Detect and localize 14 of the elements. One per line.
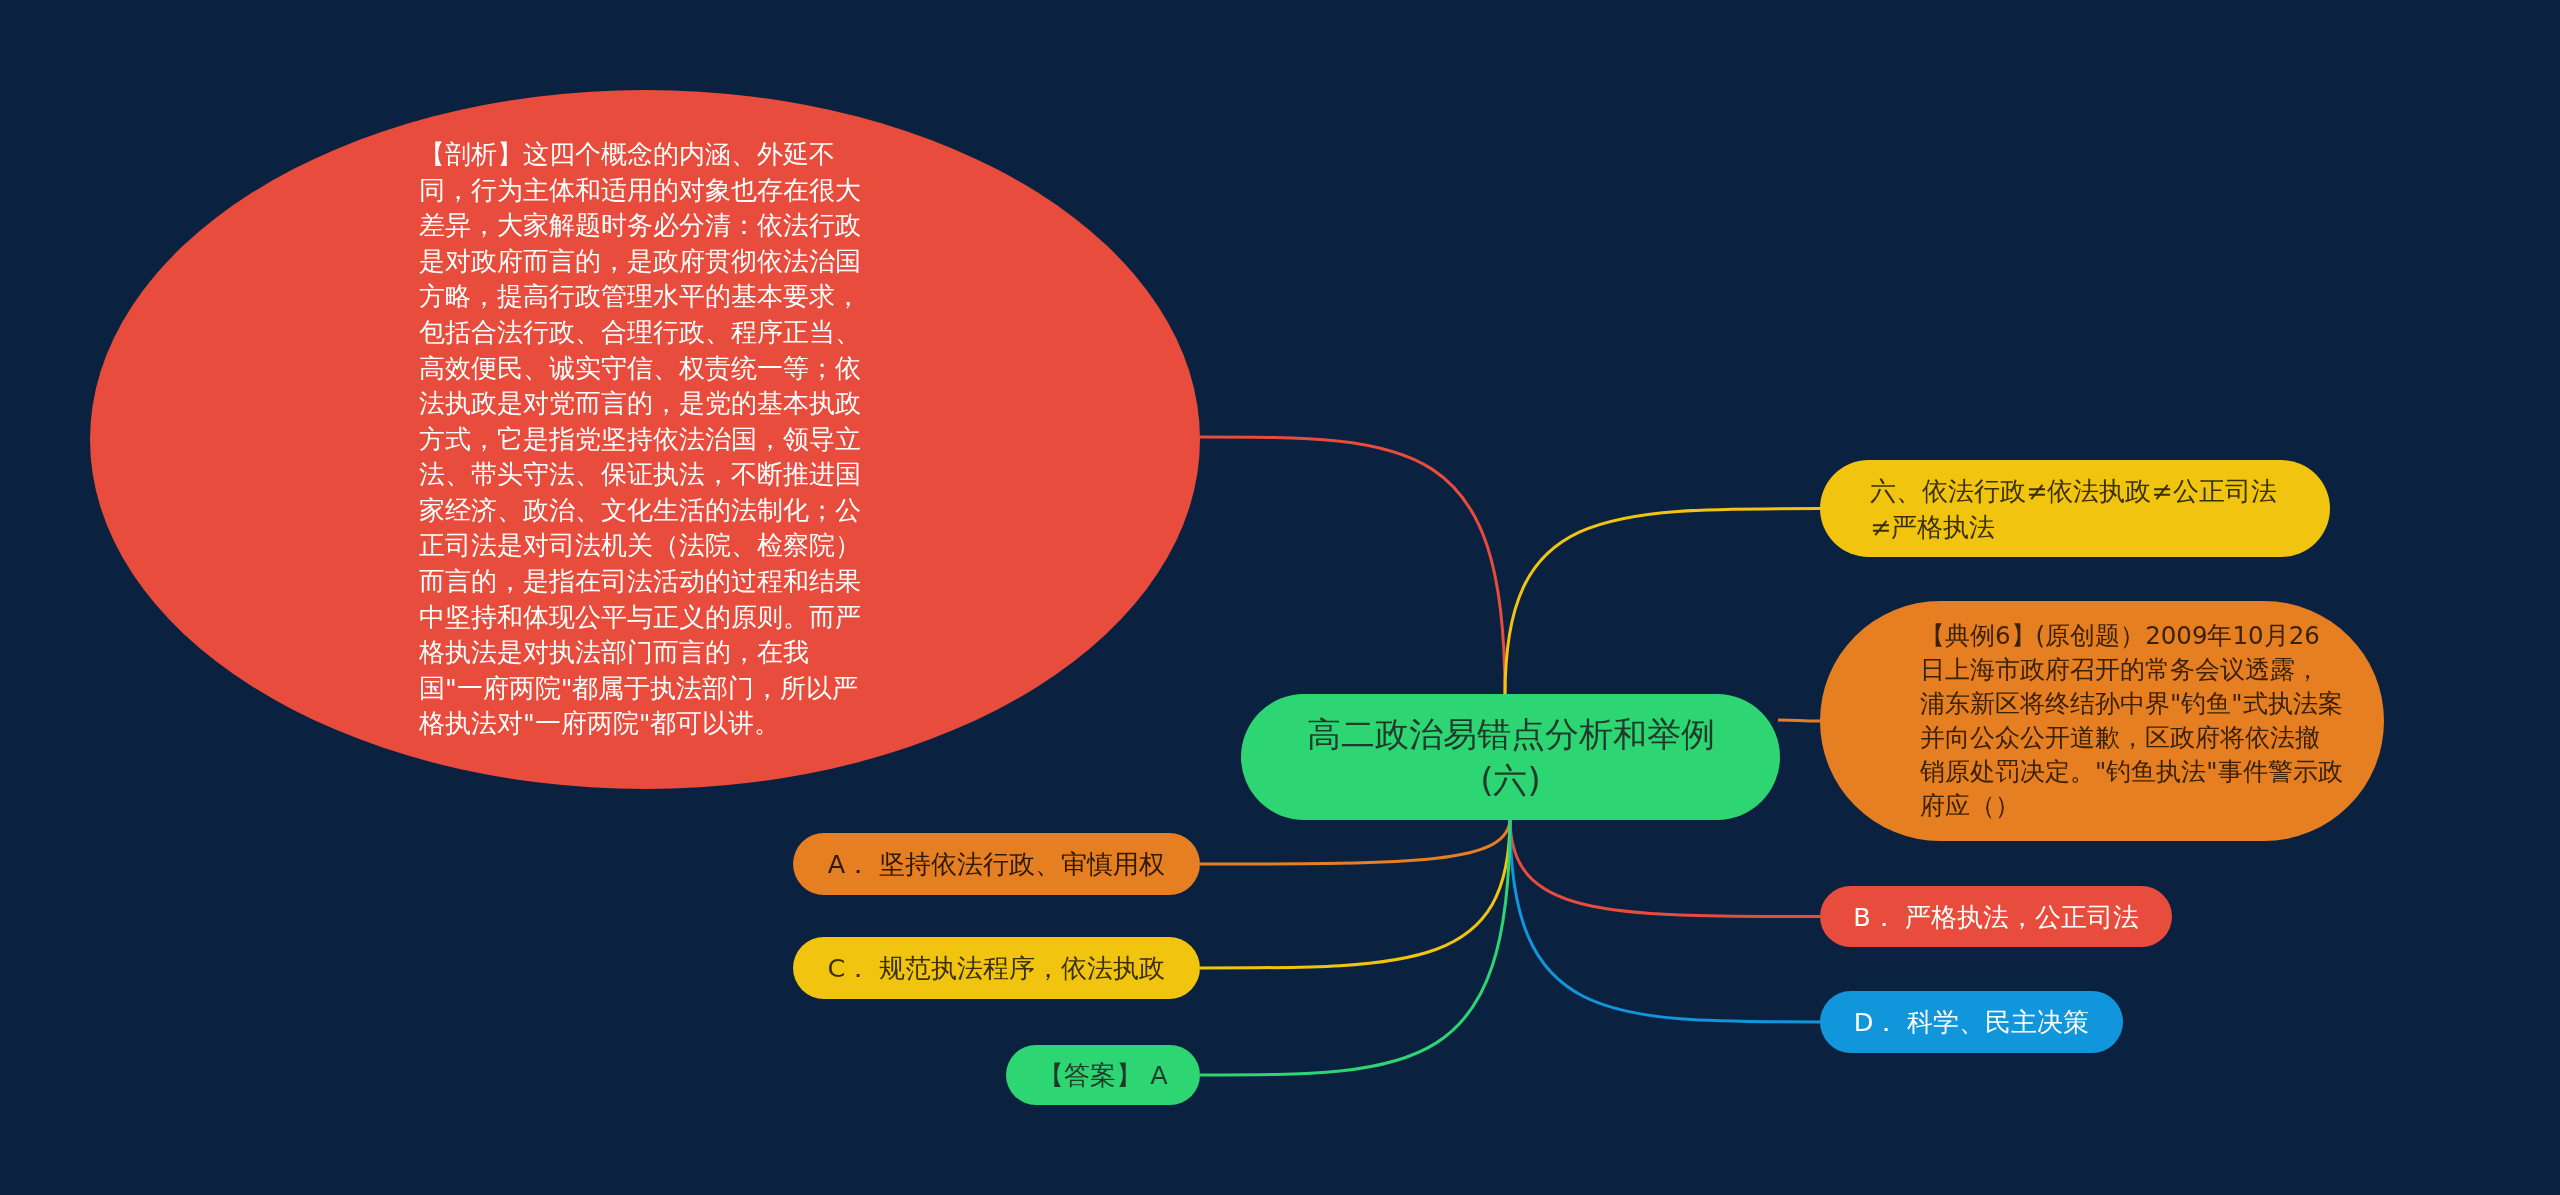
- question-box: 【典例6】(原创题）2009年10月26日上海市政府召开的常务会议透露，浦东新区将终结孙中界"钓鱼"式执法案并向公众公开道歉，区政府将依法撤销原处罚决定。"钓鱼执法"事件警示政府应（）: [1820, 601, 2384, 841]
- answer-box: 【答案】 A: [1006, 1045, 1200, 1105]
- topic-box: 六、依法行政≠依法执政≠公正司法≠严格执法: [1820, 460, 2330, 557]
- connector-line: [1199, 435, 1507, 697]
- note-ellipse: 【剖析】这四个概念的内涵、外延不同，行为主体和适用的对象也存在很大差异，大家解题时务必分清：依法行政是对政府而言的，是政府贯彻依法治国方略，提高行政管理水平的基本要求，包括合法行政、合理行政、程序正当、高效便民、诚实守信、权责统一等；依法执政是对党而言的，是党的基本执政方式，它是指党坚持依法治国，领导立法、带头守法、保证执法，不断推进国家经济、政治、文化生活的法制化；公正司法是对司法机关（法院、检察院）而言的，是指在司法活动的过程和结果中坚持和体现公平与正义的原则。而严格执法是对执法部门而言的，在我国"一府两院"都属于执法部门，所以严格执法对"一府两院"都可以讲。: [90, 90, 1200, 789]
- option-box: A． 坚持依法行政、审慎用权: [793, 833, 1200, 895]
- connector-line: [1200, 817, 1512, 1077]
- topic-box: 高二政治易错点分析和举例(六): [1241, 694, 1780, 820]
- option-box: B． 严格执法，公正司法: [1820, 886, 2172, 947]
- connector-line: [1778, 718, 1820, 723]
- option-box: C． 规范执法程序，依法执政: [793, 937, 1200, 999]
- connector-line: [1508, 817, 1820, 1024]
- option-box: D． 科学、民主决策: [1820, 991, 2123, 1053]
- connector-line: [1503, 507, 1820, 697]
